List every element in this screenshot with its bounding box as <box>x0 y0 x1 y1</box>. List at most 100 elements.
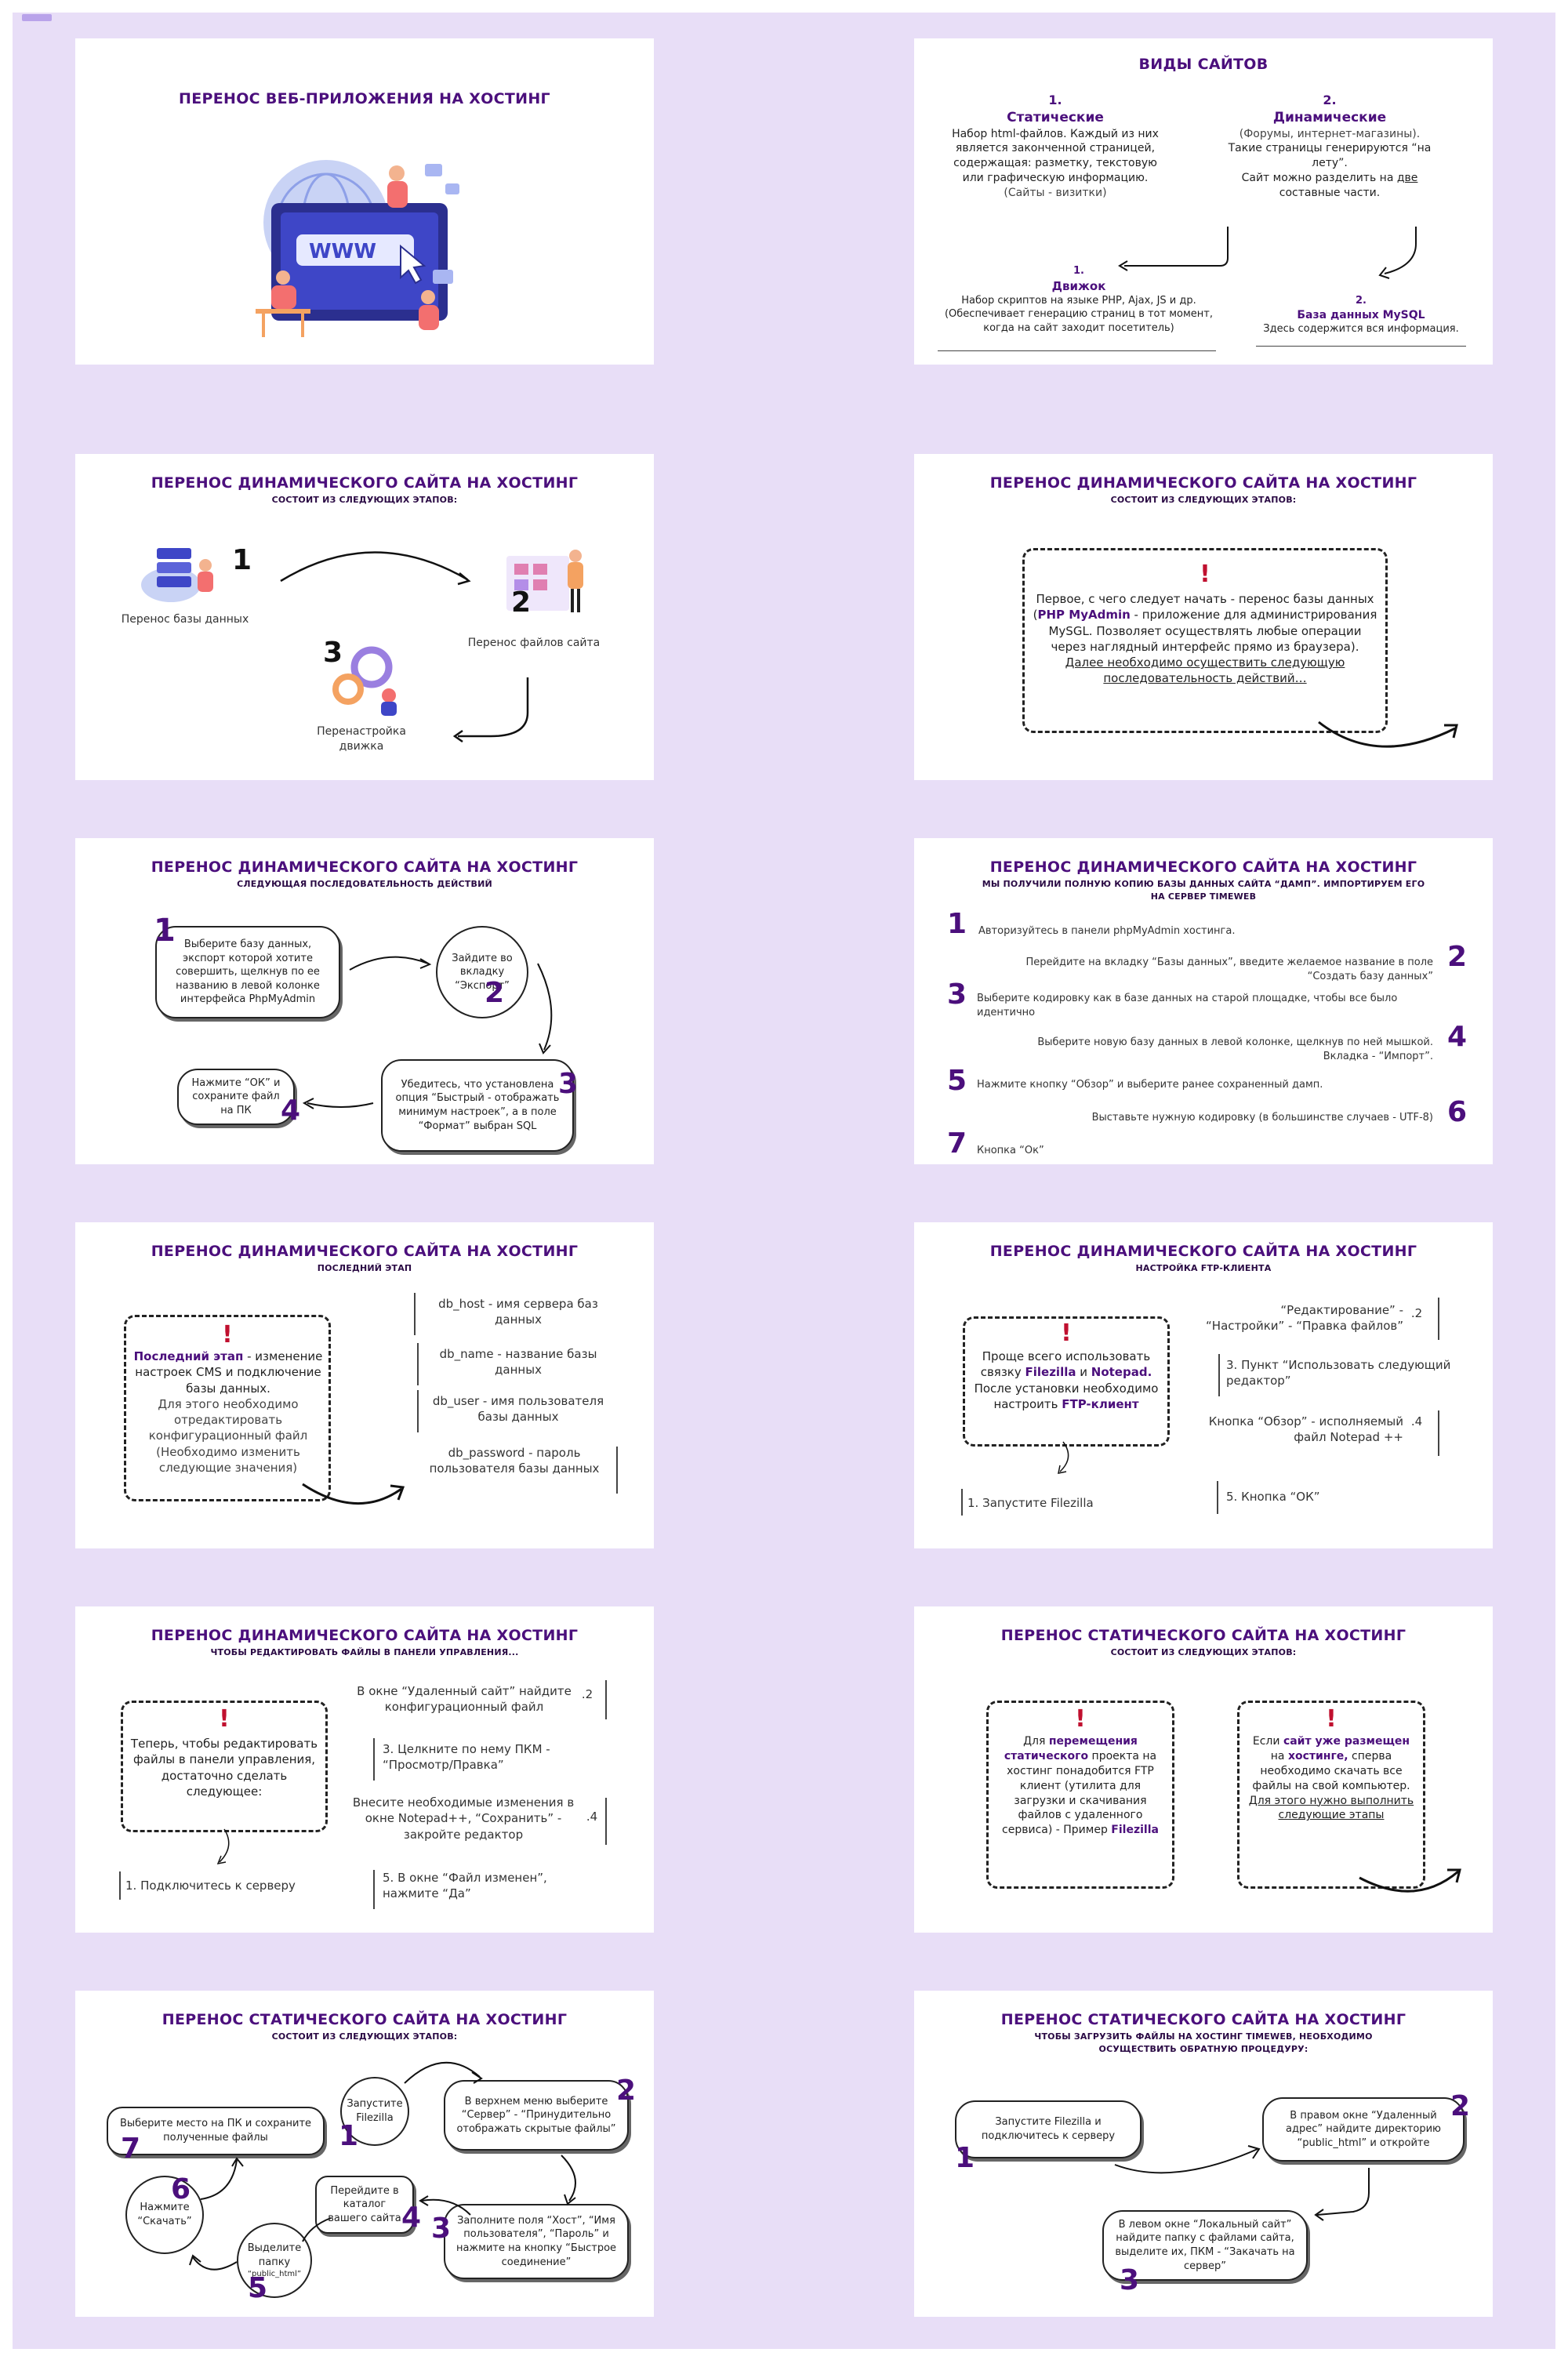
www-label: WWW <box>309 240 376 263</box>
engine-text-2: (Обеспечивает генерацию страниц в тот мо… <box>944 308 1213 334</box>
engine-block: 1. Движок Набор скриптов на языке PHP, A… <box>930 264 1228 335</box>
step-1-bubble: Запустите Filezilla и подключитесь к сер… <box>955 2100 1142 2158</box>
slide-title: Перенос динамического сайта на хостинг <box>989 1243 1417 1260</box>
arrows <box>1118 227 1417 279</box>
exclamation-icon: ! <box>1075 1705 1086 1733</box>
exclamation-icon: ! <box>219 1705 230 1733</box>
slide-title: Виды сайтов <box>1138 56 1269 73</box>
step-1-label: Перенос базы данных <box>121 613 249 626</box>
step-2-text: “Редактирование” - “Настройки” - “Правка… <box>1206 1303 1403 1334</box>
step-number: 1 <box>232 544 252 576</box>
step-5-circle: Выделите папку“public_html” <box>237 2223 312 2298</box>
arrows <box>189 2061 576 2271</box>
info-box: ! Последний этап - изменение настроек CM… <box>124 1315 331 1501</box>
divider <box>961 1489 963 1516</box>
divider <box>1217 1481 1218 1514</box>
static-block: 1. Статические Набор html-файлов. Каждый… <box>946 92 1165 201</box>
exclamation-icon: ! <box>222 1321 233 1349</box>
info-text-left: Для перемещения статического проекта на … <box>1002 1735 1159 1837</box>
step-number: 5 <box>248 2272 268 2304</box>
dynamic-title: Динамические <box>1272 109 1387 125</box>
config-item: db_password - пароль пользователя базы д… <box>429 1446 600 1476</box>
config-item: db_name - название базы данных <box>439 1347 597 1378</box>
step-3-text: 3. Целкните по нему ПКМ - “Просмотр/Прав… <box>383 1742 550 1773</box>
step-4-text: Выберите новую базу данных в левой колон… <box>1037 1036 1433 1062</box>
step-number: 6 <box>171 2173 191 2205</box>
step-2-bubble: В правом окне “Удаленный адрес” найдите … <box>1262 2097 1465 2162</box>
arrow <box>1318 721 1458 748</box>
slide-4: Перенос динамического сайта на хостинг с… <box>914 454 1493 780</box>
arrows <box>1114 2145 1370 2221</box>
divider <box>605 1798 607 1845</box>
divider <box>417 1390 419 1432</box>
slide-6: Перенос динамического сайта на хостинг М… <box>914 838 1493 1164</box>
step-7-bubble: Выберите место на ПК и сохраните получен… <box>107 2107 325 2155</box>
step-5-text: 5. В окне “Файл изменен”, нажмите “Да” <box>383 1871 547 1901</box>
divider <box>373 1738 375 1781</box>
arrows <box>280 551 529 743</box>
info-text: Последний этап - изменение настроек CMS … <box>133 1349 323 1475</box>
step-1-text: 1. Подключитесь к серверу <box>125 1879 296 1893</box>
step-number: 4 <box>1447 1021 1468 1053</box>
arrow <box>302 1483 405 1505</box>
step-number: 1 <box>154 913 176 949</box>
slide-9: Перенос динамического сайта на хостинг Ч… <box>75 1606 654 1933</box>
slide-7: Перенос динамического сайта на хостинг п… <box>75 1222 654 1548</box>
slide-3: Перенос динамического сайта на хостинг с… <box>75 454 654 780</box>
engine-title: Движок <box>1051 278 1106 293</box>
slide-1: Перенос веб-приложения на хостинг WWW <box>75 38 654 365</box>
db-title: База данных MySQL <box>1297 308 1425 321</box>
db-block: 2. База данных MySQL Здесь содержится вс… <box>1251 294 1471 336</box>
step-4-number: .4 <box>586 1810 598 1824</box>
step-5-text: 5. Кнопка “ОК” <box>1226 1490 1320 1504</box>
board-tag <box>22 14 52 21</box>
step-3-text: Выберите кодировку как в базе данных на … <box>977 993 1398 1018</box>
slide-title: Перенос динамического сайта на хостинг <box>151 474 579 492</box>
exclamation-icon: ! <box>1061 1320 1072 1347</box>
step-3-bubble: В левом окне “Локальный сайт” найдите па… <box>1102 2210 1308 2281</box>
config-item: db_user - имя пользователя базы данных <box>432 1394 604 1425</box>
arrow <box>216 1828 230 1865</box>
files-illustration <box>506 550 583 612</box>
arrows <box>302 956 553 1109</box>
slide-subtitle: состоит из следующих этапов: <box>1110 495 1297 505</box>
info-box: ! Первое, с чего следует начать - перено… <box>1022 548 1388 733</box>
slide-subtitle: состоит из следующих этапов: <box>1110 1647 1297 1657</box>
slide-subtitle: Мы получили полную копию базы данных сай… <box>982 879 1425 889</box>
step-2-number: .2 <box>581 1687 593 1701</box>
divider <box>119 1871 121 1900</box>
step-number: 3 <box>947 978 967 1011</box>
step-number: 3 <box>558 1068 579 1100</box>
dynamic-text-2: Сайт можно разделить на две составные ча… <box>1241 172 1418 200</box>
slide-5: Перенос динамического сайта на хостинг с… <box>75 838 654 1164</box>
step-number: 5 <box>947 1065 967 1097</box>
info-text: Теперь, чтобы редактировать файлы в пане… <box>130 1737 318 1799</box>
info-text: Проще всего использовать связку Filezill… <box>974 1349 1159 1411</box>
slide-8: Перенос динамического сайта на хостинг н… <box>914 1222 1493 1548</box>
step-1-text: 1. Запустите Filezilla <box>967 1496 1094 1510</box>
static-title: Статические <box>1007 109 1104 125</box>
step-7-text: Кнопка “Ок” <box>977 1145 1044 1156</box>
info-box-left: ! Для перемещения статического проекта н… <box>986 1701 1174 1889</box>
step-number: 4 <box>281 1095 301 1127</box>
slide-subtitle: Чтобы редактировать файлы в панели управ… <box>210 1647 519 1657</box>
dynamic-block: 2. Динамические (Форумы, интернет-магази… <box>1216 92 1443 201</box>
slide-title: Перенос динамического сайта на хостинг <box>989 859 1417 876</box>
slide-title: Перенос статического сайта на хостинг <box>1000 2011 1406 2028</box>
dynamic-text-1: Такие страницы генерируются “на лету”. <box>1228 142 1432 170</box>
step-number: 3 <box>323 637 343 669</box>
step-4-text: Кнопка “Обзор” - исполняемый файл Notepa… <box>1208 1414 1403 1445</box>
divider <box>616 1447 618 1494</box>
static-number: 1. <box>1048 93 1062 107</box>
step-2-bubble: В верхнем меню выберите “Сервер” - “Прин… <box>444 2080 629 2151</box>
slide-title: Перенос динамического сайта на хостинг <box>989 474 1417 492</box>
step-number: 4 <box>401 2202 422 2234</box>
engine-text-1: Набор скриптов на языке PHP, Ajax, JS и … <box>961 294 1196 307</box>
settings-illustration <box>332 646 397 716</box>
dynamic-number: 2. <box>1323 93 1337 107</box>
step-2-circle: Зайдите во вкладку “Экспорт” <box>436 926 528 1018</box>
step-4-bubble: Перейдите в каталог вашего сайта <box>315 2176 414 2234</box>
slide-2: Виды сайтов 1. Статические Набор html-фа… <box>914 38 1493 365</box>
info-box-right: ! Если сайт уже размещен на хостинге, сп… <box>1237 1701 1425 1889</box>
step-number: 7 <box>947 1127 967 1160</box>
